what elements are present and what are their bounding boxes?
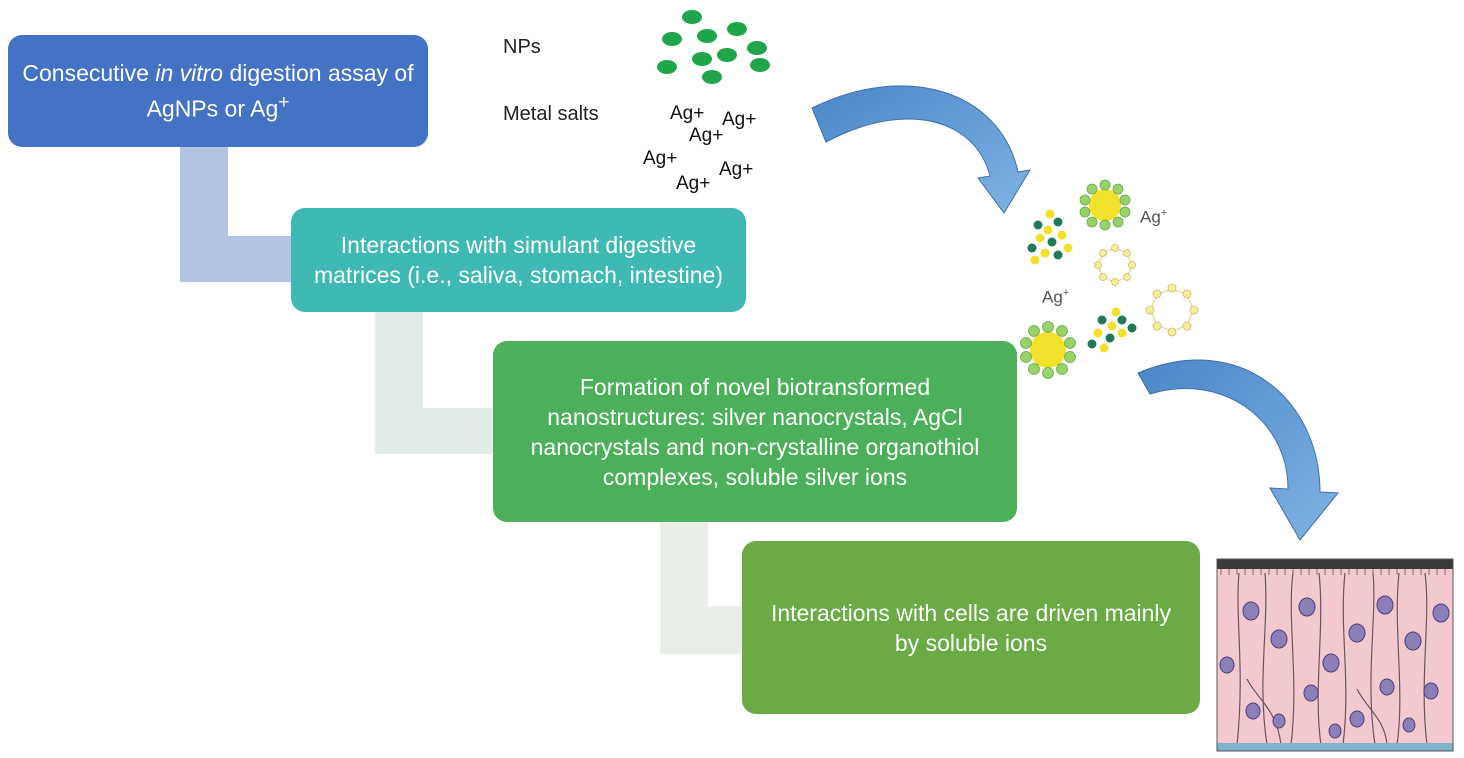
ag-ion-label: Ag+ — [1042, 287, 1070, 307]
connector-step3-step4-foot — [660, 606, 742, 654]
ag-ion-label: Ag+ — [719, 159, 754, 180]
step-box-cell-interactions: Interactions with cells are driven mainl… — [742, 541, 1200, 714]
step-box-nanostructure-formation: Formation of novel biotransformed nanost… — [493, 341, 1017, 522]
step-text: Interactions with cells are driven mainl… — [770, 599, 1172, 656]
connector-step1-step2-foot — [180, 236, 291, 282]
epithelial-cells-icon — [1216, 558, 1454, 752]
step-box-digestion-assay: Consecutive in vitro digestion assay of … — [8, 35, 428, 147]
metal-salts-label: Metal salts — [503, 103, 599, 125]
ag-ion-label: Ag+ — [1140, 207, 1168, 227]
connector-step2-step3-foot — [375, 408, 493, 454]
nps-label: NPs — [503, 36, 541, 58]
step-text: Consecutive in vitro digestion assay of … — [22, 60, 414, 122]
step-box-matrix-interactions: Interactions with simulant digestive mat… — [291, 208, 746, 312]
ag-ion-label: Ag+ — [670, 103, 705, 124]
ag-ion-label: Ag+ — [689, 125, 724, 146]
biotransformed-nanostructures-icon — [1020, 179, 1199, 379]
nanoparticles-icon — [657, 10, 770, 84]
ag-ion-label: Ag+ — [722, 109, 757, 130]
step-text: Interactions with simulant digestive mat… — [313, 232, 724, 288]
ag-ion-label: Ag+ — [643, 148, 678, 169]
ag-ion-label: Ag+ — [676, 173, 711, 194]
step-text: Formation of novel biotransformed nanost… — [530, 373, 980, 490]
